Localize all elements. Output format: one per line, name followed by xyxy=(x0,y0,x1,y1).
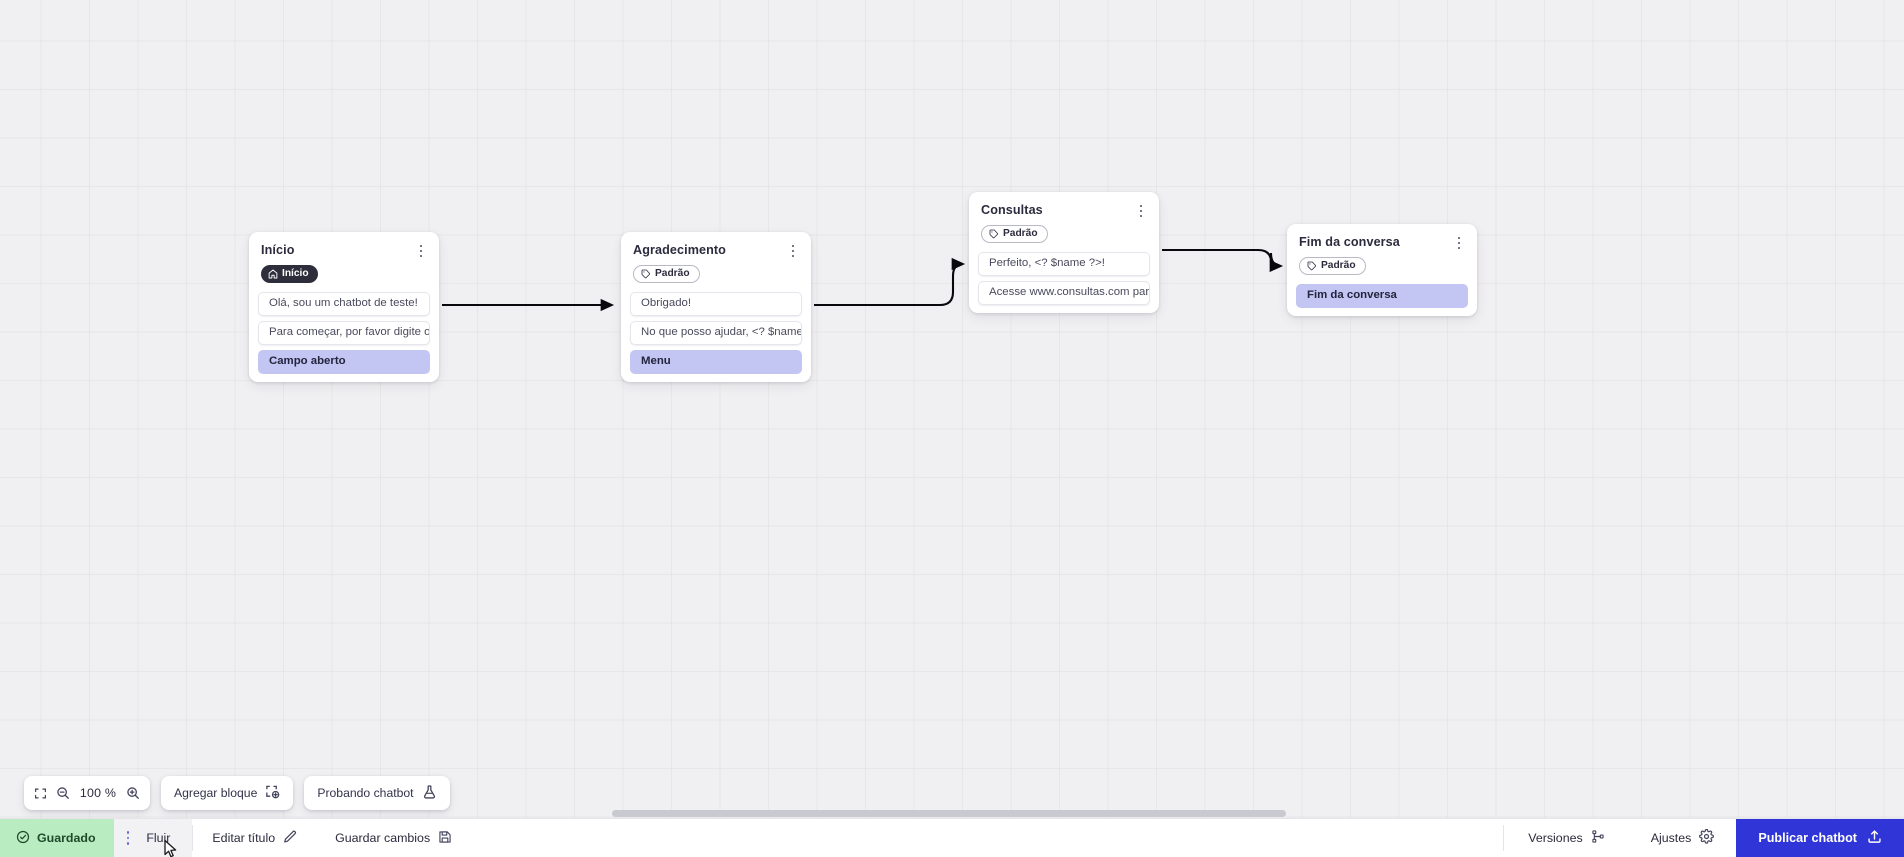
node-row-action[interactable]: Campo aberto xyxy=(258,350,430,374)
save-changes-button[interactable]: Guardar cambios xyxy=(316,819,471,857)
node-badge-padrao[interactable]: Padrão xyxy=(1299,257,1366,275)
edge-connectors xyxy=(442,248,1284,312)
gear-icon xyxy=(1699,828,1715,847)
node-badge-padrao[interactable]: Padrão xyxy=(981,225,1048,243)
node-rows: Fim da conversa xyxy=(1296,283,1468,308)
node-badge-label: Padrão xyxy=(655,267,690,279)
node-menu-icon[interactable] xyxy=(785,242,801,260)
add-block-button[interactable]: Agregar bloque xyxy=(174,784,280,802)
node-menu-icon[interactable] xyxy=(413,242,429,260)
add-block-label: Agregar bloque xyxy=(174,786,258,800)
node-row-message[interactable]: No que posso ajudar, <? $name ... xyxy=(630,321,802,345)
node-menu-icon[interactable] xyxy=(1451,234,1467,252)
test-chatbot-label: Probando chatbot xyxy=(317,786,414,800)
tab-fluir-label: Fluir xyxy=(146,831,171,845)
scrollbar-thumb[interactable] xyxy=(612,810,1286,817)
node-badge-row: Padrão xyxy=(978,220,1150,251)
flow-node-fim-da-conversa[interactable]: Fim da conversa Padrão Fim da conversa xyxy=(1287,224,1477,316)
versions-button[interactable]: Versiones xyxy=(1504,819,1628,857)
flow-node-consultas[interactable]: Consultas Padrão Perfeito, <? $name ?>! … xyxy=(969,192,1159,313)
zoom-level-label: 100 % xyxy=(79,786,117,800)
tab-fluir[interactable]: Fluir xyxy=(113,819,193,857)
canvas-toolbar: 100 % Agregar bloque Probando ch xyxy=(24,776,450,810)
node-badge-label: Padrão xyxy=(1003,227,1038,239)
node-badge-label: Início xyxy=(282,267,309,279)
test-chatbot-group[interactable]: Probando chatbot xyxy=(304,776,450,810)
publish-chatbot-button[interactable]: Publicar chatbot xyxy=(1736,819,1904,857)
statusbar-spacer xyxy=(471,819,1503,857)
flask-icon xyxy=(422,784,437,803)
node-title: Fim da conversa xyxy=(1299,235,1400,249)
add-block-group[interactable]: Agregar bloque xyxy=(161,776,294,810)
pencil-icon xyxy=(283,830,297,847)
saved-label: Guardado xyxy=(37,831,96,845)
edit-title-button[interactable]: Editar título xyxy=(193,819,316,857)
upload-icon xyxy=(1867,829,1882,847)
fit-screen-icon[interactable] xyxy=(34,787,47,800)
tag-icon xyxy=(989,229,999,239)
node-badge-inicio[interactable]: Início xyxy=(261,265,318,283)
edge-agradecimento-to-consultas xyxy=(814,257,966,307)
node-title: Agradecimento xyxy=(633,243,726,257)
node-menu-icon[interactable] xyxy=(1133,202,1149,220)
horizontal-scrollbar[interactable] xyxy=(0,809,1904,818)
node-row-message[interactable]: Olá, sou um chatbot de teste! xyxy=(258,292,430,316)
node-rows: Perfeito, <? $name ?>! Acesse www.consul… xyxy=(978,251,1150,305)
node-row-action[interactable]: Fim da conversa xyxy=(1296,284,1468,308)
check-circle-icon xyxy=(16,830,30,847)
edge-consultas-to-fim xyxy=(1162,248,1284,273)
zoom-in-icon[interactable] xyxy=(126,786,140,800)
node-row-message[interactable]: Obrigado! xyxy=(630,292,802,316)
tag-icon xyxy=(641,269,651,279)
node-row-message[interactable]: Para começar, por favor digite o ... xyxy=(258,321,430,345)
edit-title-label: Editar título xyxy=(212,831,276,845)
node-header: Consultas xyxy=(978,201,1150,220)
node-header: Início xyxy=(258,241,430,260)
zoom-controls: 100 % xyxy=(24,776,150,810)
home-icon xyxy=(268,269,278,279)
flow-node-inicio[interactable]: Início Início Olá, sou um chatbot de tes… xyxy=(249,232,439,382)
node-row-message[interactable]: Acesse www.consultas.com par... xyxy=(978,281,1150,305)
node-row-action[interactable]: Menu xyxy=(630,350,802,374)
node-badge-row: Padrão xyxy=(630,260,802,291)
test-chatbot-button[interactable]: Probando chatbot xyxy=(317,784,436,803)
node-badge-padrao[interactable]: Padrão xyxy=(633,265,700,283)
node-badge-row: Início xyxy=(258,260,430,291)
divider xyxy=(192,825,194,851)
node-header: Agradecimento xyxy=(630,241,802,260)
node-rows: Olá, sou um chatbot de teste! Para começ… xyxy=(258,291,430,374)
node-header: Fim da conversa xyxy=(1296,233,1468,252)
flow-node-agradecimento[interactable]: Agradecimento Padrão Obrigado! No que po… xyxy=(621,232,811,382)
node-badge-row: Padrão xyxy=(1296,252,1468,283)
save-changes-label: Guardar cambios xyxy=(335,831,431,845)
settings-button[interactable]: Ajustes xyxy=(1629,819,1737,857)
status-bar: Guardado Fluir Editar título Guardar cam… xyxy=(0,818,1904,857)
versions-label: Versiones xyxy=(1528,831,1583,845)
node-rows: Obrigado! No que posso ajudar, <? $name … xyxy=(630,291,802,374)
settings-label: Ajustes xyxy=(1650,831,1692,845)
node-row-message[interactable]: Perfeito, <? $name ?>! xyxy=(978,252,1150,276)
zoom-out-icon[interactable] xyxy=(56,786,70,800)
node-title: Consultas xyxy=(981,203,1043,217)
branch-icon xyxy=(1591,829,1605,847)
flow-canvas[interactable]: Início Início Olá, sou um chatbot de tes… xyxy=(0,0,1904,818)
saved-status-badge: Guardado xyxy=(0,819,114,857)
tag-icon xyxy=(1307,261,1317,271)
node-badge-label: Padrão xyxy=(1321,259,1356,271)
publish-label: Publicar chatbot xyxy=(1758,831,1857,845)
save-disk-icon xyxy=(438,830,452,847)
node-title: Início xyxy=(261,243,295,257)
divider xyxy=(1503,825,1505,851)
add-block-icon xyxy=(265,784,280,802)
kebab-menu-icon[interactable] xyxy=(114,831,139,845)
